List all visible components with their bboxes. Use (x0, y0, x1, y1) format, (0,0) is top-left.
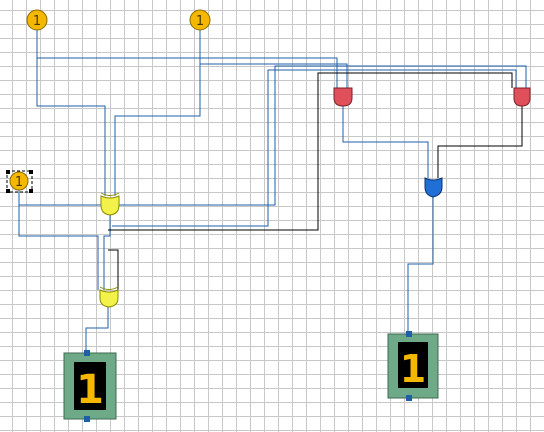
wire-c-to-xor2 (18, 190, 99, 290)
display-carry[interactable]: 1 (387, 331, 439, 401)
input-switch-c[interactable]: 1 (6, 170, 33, 193)
display-carry-digit: 1 (400, 347, 426, 391)
display-sum[interactable]: 1 (63, 350, 117, 422)
wire-black-carry (108, 72, 513, 231)
wire-and1-to-or (342, 106, 429, 178)
input-b-value: 1 (196, 14, 204, 29)
and-gate-2[interactable] (513, 87, 531, 107)
display-sum-digit: 1 (76, 367, 104, 413)
and-gate-1[interactable] (333, 87, 353, 107)
wire-xor1-to-and2 (112, 69, 517, 227)
wire-a-to-xor1 (36, 30, 106, 196)
wire-b-to-and1 (200, 63, 348, 88)
input-c-value: 1 (15, 175, 23, 190)
wire-xor2-to-sum (85, 306, 109, 352)
wire-and2-to-or (437, 106, 523, 178)
wire-or-to-carry (407, 196, 434, 334)
wire-xor1-to-xor2 (103, 213, 111, 290)
input-a-value: 1 (33, 14, 41, 29)
wires (18, 30, 527, 352)
wire-b-to-xor1 (114, 30, 201, 196)
wire-a-to-and1 (37, 57, 338, 88)
input-switch-b[interactable]: 1 (189, 9, 211, 31)
xor-gate-1[interactable] (100, 192, 120, 216)
selection-box (6, 170, 33, 193)
wire-c-to-and2 (19, 65, 527, 206)
input-switch-a[interactable]: 1 (26, 9, 48, 31)
xor-gate-2[interactable] (99, 286, 119, 308)
wire-black-carry-2 (108, 249, 119, 290)
or-gate-1[interactable] (424, 177, 443, 198)
